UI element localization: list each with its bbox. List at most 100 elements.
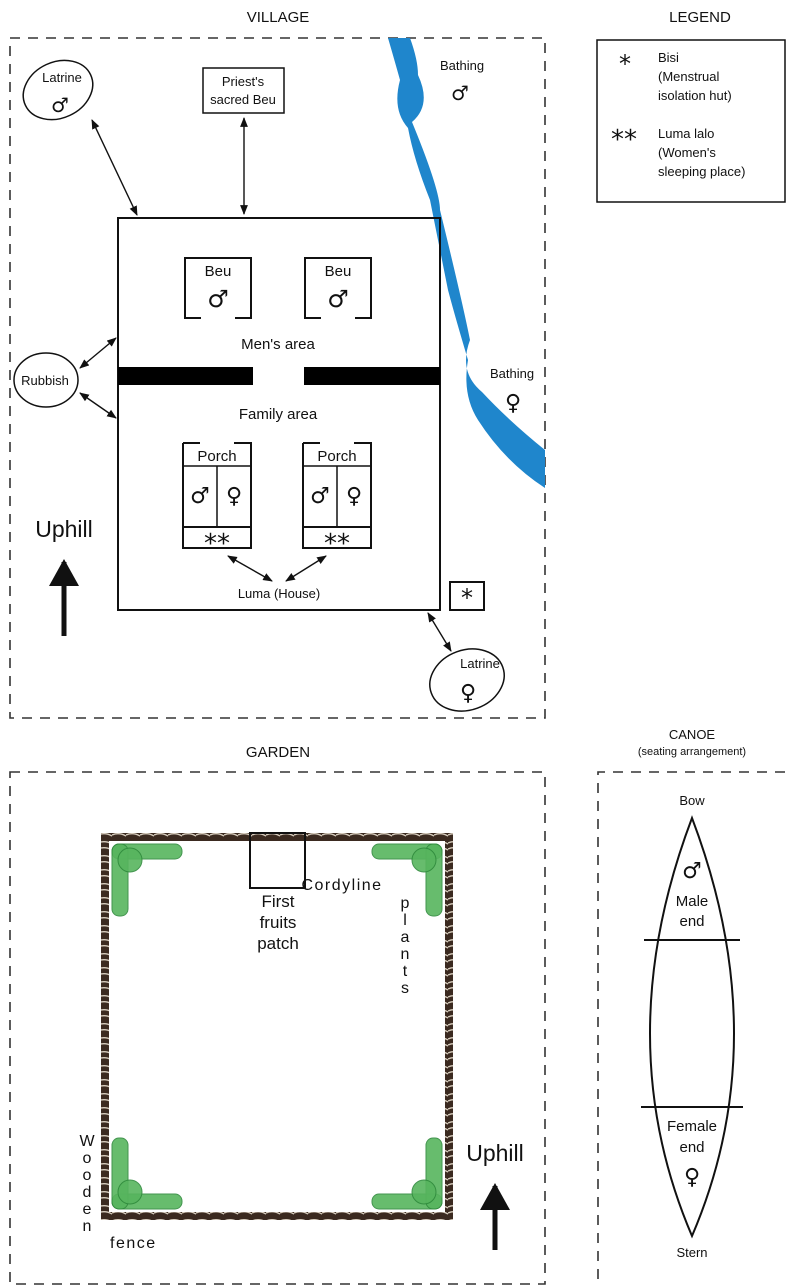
female-icon: ♀ bbox=[346, 484, 362, 509]
canoe-subtitle: (seating arrangement) bbox=[638, 746, 746, 758]
canoe-border bbox=[597, 771, 785, 1284]
beu-left-label: Beu bbox=[205, 263, 232, 280]
canoe-male-end-line2: end bbox=[679, 913, 704, 930]
cordyline-plant-top-left bbox=[111, 843, 183, 917]
plants-letter: a bbox=[401, 929, 410, 946]
cordyline-plant-bottom-left bbox=[111, 1137, 183, 1210]
canoe-section: CANOE (seating arrangement) Bow ♂ Male e… bbox=[597, 727, 785, 1284]
family-area-label: Family area bbox=[239, 406, 318, 423]
village-section: VILLAGE Latrine ♂ Priest's sacred Beu Ba… bbox=[9, 9, 546, 719]
wooden-letter: o bbox=[83, 1167, 92, 1184]
divider-wall-right bbox=[304, 367, 440, 385]
arrow-rubbish-mens bbox=[79, 337, 117, 369]
arrow-porch-left-luma bbox=[227, 555, 273, 582]
priest-beu-line1: Priest's bbox=[222, 74, 265, 89]
first-fruits-line3: patch bbox=[257, 934, 299, 953]
legend-box bbox=[596, 39, 786, 203]
one-star-icon: * bbox=[461, 584, 473, 612]
male-icon: ♂ bbox=[451, 81, 469, 105]
village-border bbox=[9, 37, 546, 719]
legend-item2-line1: Luma lalo bbox=[658, 126, 714, 141]
beu-right-label: Beu bbox=[325, 263, 352, 280]
latrine-female-ellipse bbox=[429, 648, 505, 712]
garden-title: GARDEN bbox=[246, 744, 310, 761]
legend-item2-line3: sleeping place) bbox=[658, 164, 745, 179]
wooden-letter: n bbox=[83, 1218, 92, 1235]
canoe-stern-label: Stern bbox=[676, 1245, 707, 1260]
legend-item1-line3: isolation hut) bbox=[658, 88, 732, 103]
plants-letter: n bbox=[401, 946, 410, 963]
garden-uphill-label: Uphill bbox=[466, 1140, 524, 1166]
garden-border bbox=[9, 771, 546, 1285]
male-icon: ♂ bbox=[682, 859, 702, 884]
arrow-porch-right-luma bbox=[285, 555, 327, 582]
cordyline-plant-bottom-right bbox=[371, 1137, 443, 1210]
rubbish-label: Rubbish bbox=[21, 373, 69, 388]
mens-area-label: Men's area bbox=[241, 336, 315, 353]
arrow-rubbish-family bbox=[79, 392, 117, 419]
legend: LEGEND * Bisi (Menstrual isolation hut) … bbox=[596, 9, 786, 203]
female-icon: ♀ bbox=[226, 484, 242, 509]
latrine-female-label: Latrine bbox=[460, 656, 500, 671]
canoe-female-end-line1: Female bbox=[667, 1118, 717, 1135]
bathing-female-label: Bathing bbox=[490, 366, 534, 381]
porch-right-label: Porch bbox=[317, 448, 356, 465]
two-star-icon: ** bbox=[611, 125, 637, 155]
beu-hut-left bbox=[184, 257, 252, 319]
bathing-male-label: Bathing bbox=[440, 58, 484, 73]
river bbox=[388, 38, 545, 488]
legend-item2-line2: (Women's bbox=[658, 145, 716, 160]
rubbish-ellipse bbox=[13, 352, 79, 408]
male-icon: ♂ bbox=[327, 285, 349, 313]
priest-beu-box bbox=[202, 67, 285, 114]
legend-item1-line2: (Menstrual bbox=[658, 69, 720, 84]
plants-letter: t bbox=[403, 963, 408, 980]
wooden-letter: o bbox=[83, 1150, 92, 1167]
male-icon: ♂ bbox=[190, 484, 210, 509]
female-icon: ♀ bbox=[505, 391, 521, 416]
plants-letter: s bbox=[401, 980, 409, 997]
arrow-latrine-female bbox=[427, 612, 452, 652]
first-fruits-line2: fruits bbox=[260, 913, 297, 932]
village-title: VILLAGE bbox=[247, 9, 310, 26]
luma-house-label: Luma (House) bbox=[238, 586, 320, 601]
divider-wall-left bbox=[118, 367, 253, 385]
beu-hut-right bbox=[304, 257, 372, 319]
bisi-hut-box bbox=[449, 581, 485, 611]
canoe-male-end-line1: Male bbox=[676, 893, 709, 910]
legend-title: LEGEND bbox=[669, 9, 731, 26]
first-fruits-patch bbox=[249, 832, 306, 889]
female-icon: ♀ bbox=[684, 1165, 700, 1190]
legend-item1-line1: Bisi bbox=[658, 50, 679, 65]
canoe-title: CANOE bbox=[669, 727, 716, 742]
latrine-male-label: Latrine bbox=[42, 70, 82, 85]
first-fruits-line1: First bbox=[261, 892, 294, 911]
plants-letter: l bbox=[403, 912, 407, 929]
plants-letter: p bbox=[401, 895, 410, 912]
porch-house-right bbox=[302, 442, 372, 549]
fence-label: fence bbox=[110, 1235, 157, 1252]
canoe-bow-label: Bow bbox=[679, 793, 705, 808]
wooden-letter: W bbox=[79, 1133, 95, 1150]
two-star-icon: ** bbox=[204, 529, 230, 559]
porch-house-left bbox=[182, 442, 252, 549]
wooden-letter: d bbox=[83, 1184, 92, 1201]
canoe-hull bbox=[649, 815, 735, 1239]
latrine-male-ellipse bbox=[22, 59, 94, 121]
canoe-female-end-line2: end bbox=[679, 1139, 704, 1156]
priest-beu-line2: sacred Beu bbox=[210, 92, 276, 107]
one-star-icon: * bbox=[619, 50, 631, 78]
village-uphill-label: Uphill bbox=[35, 516, 93, 542]
female-icon: ♀ bbox=[460, 681, 476, 706]
porch-left-label: Porch bbox=[197, 448, 236, 465]
wooden-letter: e bbox=[83, 1201, 92, 1218]
arrow-latrine-male bbox=[91, 119, 138, 216]
garden-plot bbox=[109, 841, 445, 1212]
male-icon: ♂ bbox=[51, 93, 69, 117]
luma-compound bbox=[117, 217, 441, 611]
male-icon: ♂ bbox=[310, 484, 330, 509]
